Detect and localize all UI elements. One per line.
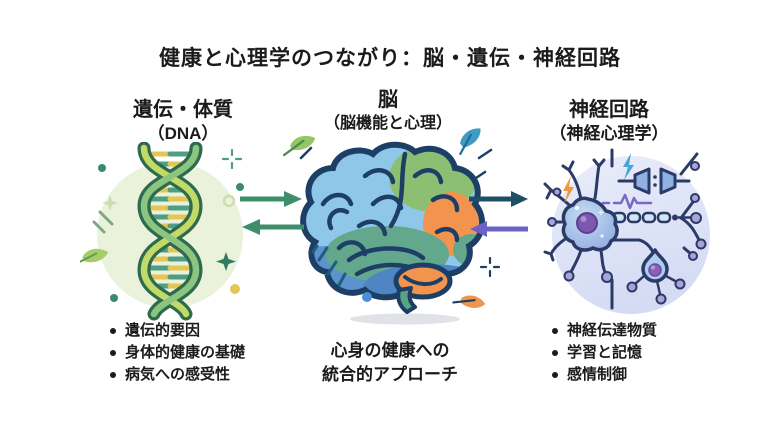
lightning-icon bbox=[563, 176, 574, 204]
neuron-icon bbox=[543, 148, 710, 314]
dash-decorations bbox=[299, 146, 501, 287]
brain-gyri-lines bbox=[320, 151, 460, 297]
bullet-text: 遺伝的要因 bbox=[125, 322, 201, 339]
brain-outline bbox=[300, 141, 486, 301]
dendrite-terminals bbox=[547, 161, 707, 283]
neural-heading: 神経回路 bbox=[569, 99, 649, 121]
bullet-text: 感情制御 bbox=[567, 366, 628, 383]
bullet-text: 学習と記憶 bbox=[567, 344, 643, 361]
dna-rungs bbox=[145, 151, 195, 289]
genetics-subheading: （DNA） bbox=[147, 124, 219, 143]
spike-waveform bbox=[601, 193, 653, 210]
brain-color-regions bbox=[303, 144, 483, 298]
leaf-icon bbox=[283, 135, 316, 157]
lightning-icon bbox=[623, 153, 634, 180]
secondary-neuron bbox=[626, 248, 686, 305]
brain-subheading: （脳機能と心理） bbox=[323, 115, 452, 132]
brain-icon bbox=[283, 128, 501, 325]
neural-header: 神経回路 （神経心理学） bbox=[499, 98, 719, 145]
bullet-dot-icon bbox=[110, 350, 116, 356]
bullet-dot-icon bbox=[552, 328, 558, 334]
brain-stem bbox=[396, 286, 417, 314]
dna-sparkle-decorations bbox=[92, 148, 244, 302]
list-item: 神経伝達物質 bbox=[552, 320, 742, 342]
caption-line: 心身の健康への bbox=[330, 341, 450, 360]
caption-line: 統合的アプローチ bbox=[322, 365, 458, 384]
genetics-header: 遺伝・体質 （DNA） bbox=[73, 98, 293, 145]
bullet-text: 身体的健康の基礎 bbox=[125, 344, 246, 361]
list-item: 感情制御 bbox=[552, 364, 742, 386]
arrow-left-icon bbox=[242, 219, 304, 235]
neural-subheading: （神経心理学） bbox=[549, 124, 669, 143]
list-item: 病気への感受性 bbox=[110, 364, 310, 386]
brain-caption: 心身の健康への 統合的アプローチ bbox=[280, 339, 500, 387]
page-title: 健康と心理学のつながり：脳・遺伝・神経回路 bbox=[159, 47, 621, 70]
neural-bullet-list: 神経伝達物質 学習と記憶 感情制御 bbox=[552, 320, 742, 386]
arrow-right-icon bbox=[469, 191, 528, 207]
soma bbox=[561, 196, 619, 252]
leaf-icon bbox=[459, 128, 481, 156]
bullet-dot-icon bbox=[110, 372, 116, 378]
synapse bbox=[617, 152, 699, 195]
genetics-heading: 遺伝・体質 bbox=[133, 99, 233, 121]
bullet-text: 神経伝達物質 bbox=[567, 322, 658, 339]
list-item: 遺伝的要因 bbox=[110, 320, 310, 342]
brain-neural-arrows bbox=[469, 191, 528, 237]
bullet-dot-icon bbox=[110, 328, 116, 334]
genetics-bullet-list: 遺伝的要因 身体的健康の基礎 病気への感受性 bbox=[110, 320, 310, 386]
bullet-dot-icon bbox=[552, 372, 558, 378]
brain-shadow bbox=[350, 313, 460, 325]
bullet-text: 病気への感受性 bbox=[125, 366, 231, 383]
leaf-icon bbox=[452, 295, 486, 308]
genetics-brain-arrows bbox=[240, 191, 304, 235]
blue-dot bbox=[362, 292, 372, 302]
leaf-icon bbox=[80, 248, 109, 265]
arrow-right-icon bbox=[240, 191, 302, 207]
dna-helix-icon bbox=[80, 142, 244, 321]
dna-strands bbox=[137, 142, 203, 321]
list-item: 学習と記憶 bbox=[552, 342, 742, 364]
list-item: 身体的健康の基礎 bbox=[110, 342, 310, 364]
brain-header: 脳 （脳機能と心理） bbox=[278, 88, 498, 135]
brain-heading: 脳 bbox=[378, 89, 398, 111]
neuron-circle-bg bbox=[552, 156, 710, 314]
bullet-dot-icon bbox=[552, 350, 558, 356]
arrow-left-icon bbox=[470, 221, 528, 237]
